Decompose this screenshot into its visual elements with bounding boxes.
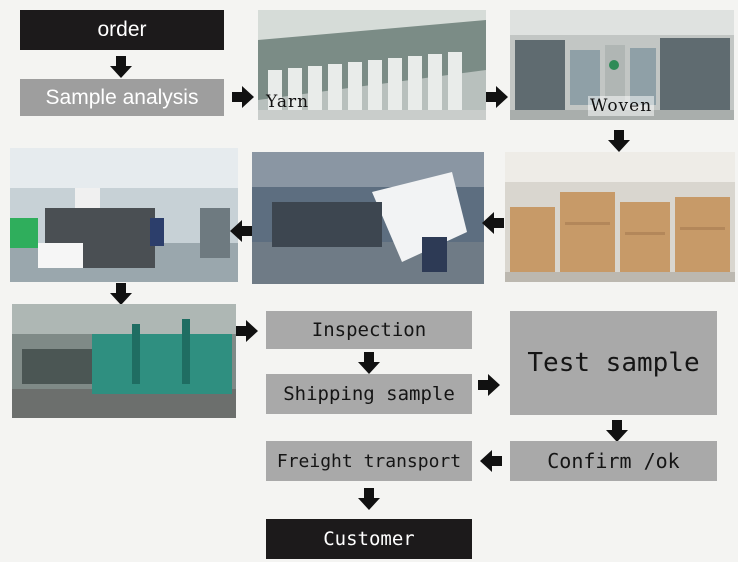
arrow-down-icon [358,352,380,374]
arrow-right-icon [232,86,254,108]
freight-transport-box: Freight transport [266,441,472,481]
printing-machine-photo [10,148,238,282]
confirm-ok-label: Confirm /ok [547,449,680,473]
arrow-right-icon [478,374,500,396]
arrow-left-icon [480,450,502,472]
sample-analysis-box: Sample analysis [20,79,224,116]
test-sample-box: Test sample [510,311,717,415]
arrow-down-icon [608,130,630,152]
test-sample-label: Test sample [527,348,700,378]
confirm-ok-box: Confirm /ok [510,441,717,481]
yarn-factory-photo [258,10,486,120]
arrow-right-icon [236,320,258,342]
order-box: order [20,10,224,50]
inspection-label: Inspection [311,319,427,341]
arrow-down-icon [110,56,132,78]
arrow-down-icon [606,420,628,442]
warehouse-boxes-photo [505,152,735,282]
order-label: order [97,18,147,41]
arrow-down-icon [358,488,380,510]
freight-transport-label: Freight transport [276,450,462,472]
shipping-sample-label: Shipping sample [283,383,455,405]
finishing-line-photo [12,304,236,418]
woven-label: Woven [588,96,655,116]
shipping-sample-box: Shipping sample [266,374,472,414]
arrow-left-icon [482,212,504,234]
customer-box: Customer [266,519,472,559]
arrow-right-icon [486,86,508,108]
sample-analysis-label: Sample analysis [45,85,199,109]
arrow-left-icon [230,220,252,242]
arrow-down-icon [110,283,132,305]
fabric-rolling-photo [252,152,484,284]
inspection-box: Inspection [266,311,472,349]
yarn-label: Yarn [266,92,310,112]
customer-label: Customer [323,528,415,550]
